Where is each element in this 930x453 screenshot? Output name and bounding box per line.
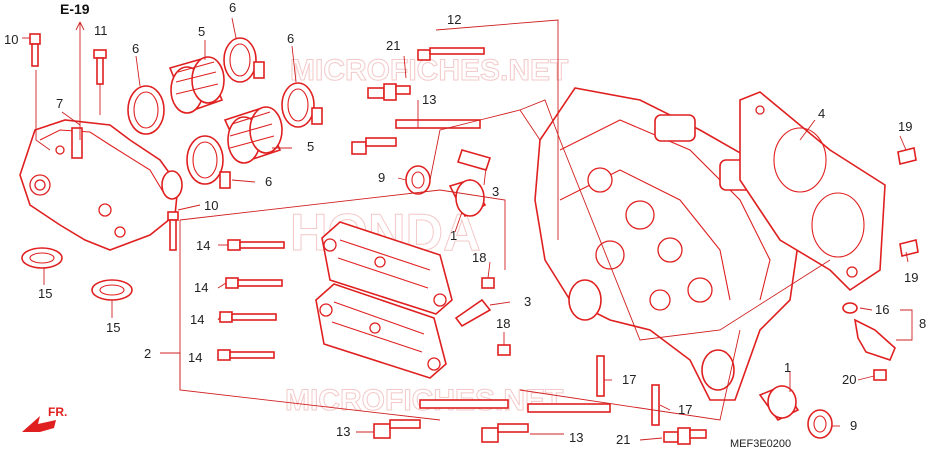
dowel-19-lower — [899, 239, 919, 257]
callout-15[interactable]: 15 — [38, 286, 52, 301]
leader-lines — [22, 17, 913, 441]
bolt-14-d — [217, 349, 275, 361]
dowel-18-lower — [497, 344, 511, 356]
gasket-15-right — [91, 279, 133, 301]
callout-14[interactable]: 14 — [194, 280, 208, 295]
reference-arrow — [75, 21, 85, 31]
callout-14[interactable]: 14 — [190, 312, 204, 327]
callout-10[interactable]: 10 — [4, 32, 18, 47]
seal-9-upper — [405, 165, 431, 195]
collar-1-lower — [758, 385, 800, 422]
gasket-15-left — [21, 247, 63, 269]
dowel-3-lower — [454, 298, 492, 328]
diagram-code: MEF3E0200 — [730, 438, 791, 450]
clamp-6-lower-right — [281, 82, 323, 128]
callout-17[interactable]: 17 — [678, 402, 692, 417]
callout-20[interactable]: 20 — [842, 372, 856, 387]
bolt-20 — [873, 369, 887, 381]
callout-3[interactable]: 3 — [524, 294, 531, 309]
insulator-5-lower — [223, 106, 283, 164]
callout-11[interactable]: 11 — [94, 23, 108, 38]
callout-2[interactable]: 2 — [144, 346, 151, 361]
camshaft-holder-lower — [315, 283, 447, 379]
seal-9-lower — [807, 409, 833, 439]
callout-21[interactable]: 21 — [616, 432, 630, 447]
callout-6[interactable]: 6 — [229, 0, 236, 15]
collar-1-upper — [448, 179, 487, 218]
spark-plug-21-lower — [663, 427, 707, 445]
callout-6[interactable]: 6 — [287, 31, 294, 46]
stud-17-lower — [651, 384, 660, 426]
callout-13[interactable]: 13 — [336, 424, 350, 439]
callout-3[interactable]: 3 — [492, 184, 499, 199]
callout-6[interactable]: 6 — [132, 41, 139, 56]
bolt-14-b — [225, 277, 283, 289]
callout-7[interactable]: 7 — [56, 96, 63, 111]
callout-1[interactable]: 1 — [450, 228, 457, 243]
callout-14[interactable]: 14 — [196, 238, 210, 253]
callout-13[interactable]: 13 — [569, 430, 583, 445]
callout-numbers: 10 11 7 6 5 6 6 5 6 10 15 15 14 14 14 14… — [4, 0, 926, 447]
head-gasket — [739, 91, 886, 292]
callout-17[interactable]: 17 — [622, 372, 636, 387]
callout-5[interactable]: 5 — [198, 24, 205, 39]
dowel-3-upper — [456, 149, 492, 171]
front-direction-arrow — [22, 416, 56, 432]
callout-9[interactable]: 9 — [378, 170, 385, 185]
callout-18[interactable]: 18 — [472, 250, 486, 265]
camshaft-holder-upper — [321, 221, 453, 315]
bolt-13-lower-left — [373, 399, 509, 439]
bolt-11 — [93, 49, 107, 85]
insulator-5-upper — [168, 56, 225, 114]
callout-19[interactable]: 19 — [898, 119, 912, 134]
callout-6[interactable]: 6 — [265, 174, 272, 189]
callout-5[interactable]: 5 — [307, 139, 314, 154]
dowel-18-upper — [481, 277, 495, 289]
callout-8[interactable]: 8 — [919, 316, 926, 331]
callout-15[interactable]: 15 — [106, 320, 120, 335]
callout-10[interactable]: 10 — [204, 198, 218, 213]
sensor-8 — [853, 318, 896, 361]
callout-9[interactable]: 9 — [850, 418, 857, 433]
bolt-10-lower — [167, 211, 179, 251]
callout-16[interactable]: 16 — [875, 302, 889, 317]
bolt-12 — [417, 47, 485, 61]
front-direction-label: FR. — [48, 405, 67, 419]
clamp-6-upper-right — [223, 37, 265, 83]
stud-17-upper — [596, 355, 605, 397]
callout-12[interactable]: 12 — [447, 12, 461, 27]
bolt-13-lower-right — [481, 403, 611, 443]
clamp-6-lower-left — [186, 135, 231, 189]
reference-label[interactable]: E-19 — [60, 1, 90, 17]
spark-plug-21-upper — [367, 83, 411, 101]
callout-4[interactable]: 4 — [818, 106, 825, 121]
callout-21[interactable]: 21 — [386, 38, 400, 53]
callout-14[interactable]: 14 — [188, 350, 202, 365]
intake-manifold — [19, 119, 183, 251]
callout-13[interactable]: 13 — [422, 92, 436, 107]
callout-1[interactable]: 1 — [784, 360, 791, 375]
dowel-19-upper — [897, 147, 917, 165]
o-ring-16 — [842, 302, 858, 314]
bolt-10-upper — [29, 33, 41, 67]
bolt-13-upper — [351, 119, 481, 155]
callout-18[interactable]: 18 — [496, 316, 510, 331]
clamp-6-upper-left — [127, 85, 165, 135]
bolt-14-c — [219, 311, 277, 323]
callout-19[interactable]: 19 — [904, 270, 918, 285]
bolt-14-a — [227, 239, 285, 251]
